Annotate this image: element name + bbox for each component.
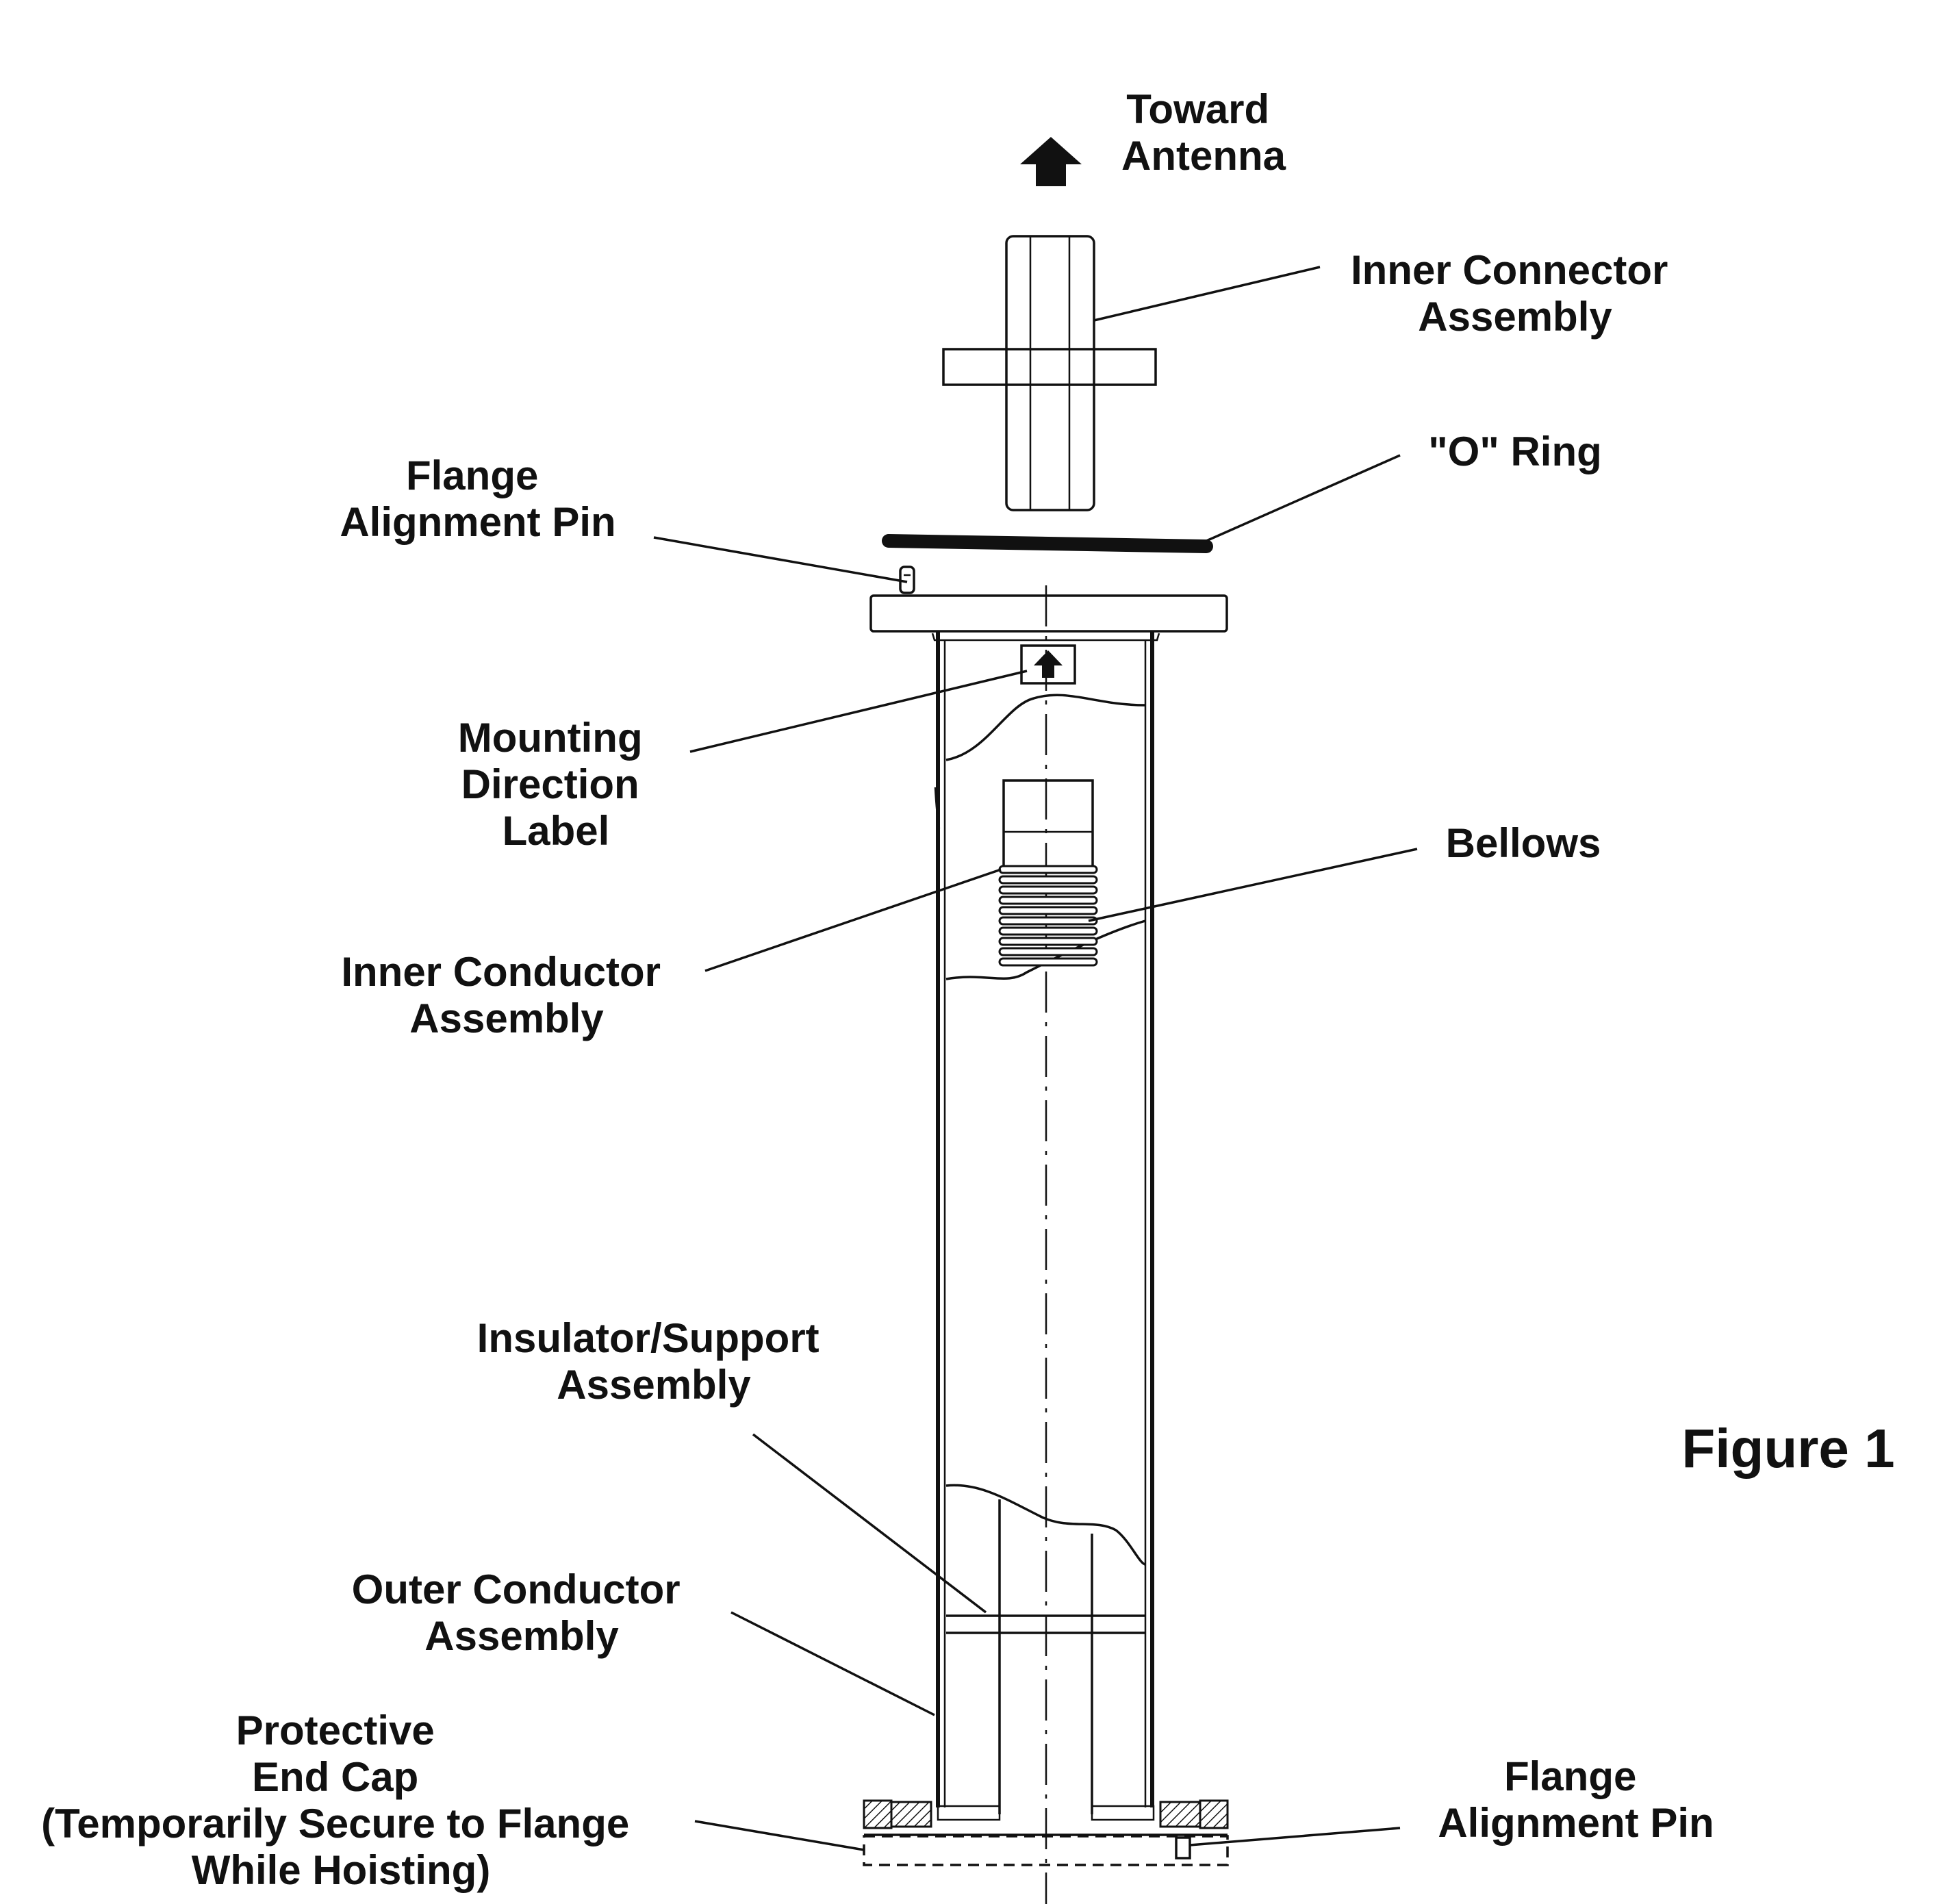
- inner-conductor-label: Inner Conductor Assembly: [341, 949, 672, 1041]
- o-ring-line-1: "O" Ring: [1428, 429, 1602, 474]
- flange-pin-bottom-line-2: Alignment Pin: [1438, 1800, 1714, 1846]
- flange-pin-top-label: Flange Alignment Pin: [340, 453, 615, 545]
- bellows-part: [998, 779, 1098, 967]
- toward-antenna-line-2: Antenna: [1121, 133, 1286, 179]
- mounting-direction-line-3: Label: [503, 808, 610, 854]
- figure-label-text: Figure 1: [1681, 1418, 1894, 1479]
- insulator-support-label: Insulator/Support Assembly: [477, 1315, 831, 1408]
- bellows-label: Bellows: [1446, 820, 1601, 866]
- end-cap-line-2: End Cap: [252, 1754, 418, 1800]
- upper-cutaway: [945, 694, 1146, 980]
- outer-conductor-label: Outer Conductor Assembly: [352, 1566, 692, 1659]
- inner-connector-part: [942, 235, 1157, 511]
- insulator-support-line-2: Assembly: [557, 1362, 751, 1408]
- o-ring-part: [882, 534, 1213, 553]
- mounting-direction-line-2: Direction: [461, 761, 639, 807]
- leader-lines: [653, 266, 1418, 1851]
- top-flange-part: [869, 566, 1228, 633]
- inner-conductor-line-2: Assembly: [409, 995, 604, 1041]
- mounting-direction-label: Mounting Direction Label: [458, 715, 654, 854]
- end-cap-line-3: (Temporarily Secure to Flange: [41, 1801, 629, 1846]
- outer-conductor-line-2: Assembly: [424, 1613, 619, 1659]
- mounting-direction-line-1: Mounting: [458, 715, 643, 761]
- flange-pin-top-line-1: Flange: [406, 453, 538, 498]
- end-cap-line-4: While Hoisting): [192, 1847, 491, 1893]
- mounting-direction-label-part: [1020, 644, 1076, 685]
- toward-antenna-label: Toward Antenna: [1121, 86, 1286, 179]
- end-cap-label: Protective End Cap (Temporarily Secure t…: [41, 1708, 641, 1893]
- end-cap-line-1: Protective: [236, 1708, 435, 1753]
- flange-pin-top-line-2: Alignment Pin: [340, 499, 615, 545]
- toward-antenna-line-1: Toward: [1126, 86, 1269, 132]
- inner-connector-line-2: Assembly: [1418, 294, 1612, 340]
- end-cap-part: [863, 1835, 1229, 1866]
- inner-conductor-line-1: Inner Conductor: [341, 949, 661, 995]
- insulator-support-line-1: Insulator/Support: [477, 1315, 819, 1361]
- up-arrow-icon: [1020, 137, 1082, 186]
- bottom-flange-part: [863, 1799, 1229, 1866]
- insulator-support-part: [945, 1484, 1146, 1814]
- flange-pin-bottom-line-1: Flange: [1504, 1753, 1636, 1799]
- o-ring-label: "O" Ring: [1428, 429, 1602, 474]
- outer-conductor-line-1: Outer Conductor: [352, 1566, 681, 1612]
- outer-conductor-part: [931, 631, 1160, 1807]
- flange-pin-bottom-label: Flange Alignment Pin: [1438, 1753, 1714, 1846]
- inner-connector-line-1: Inner Connector: [1351, 247, 1668, 293]
- figure-label: Figure 1: [1681, 1418, 1894, 1479]
- inner-connector-label: Inner Connector Assembly: [1351, 247, 1679, 340]
- bellows-line-1: Bellows: [1446, 820, 1601, 866]
